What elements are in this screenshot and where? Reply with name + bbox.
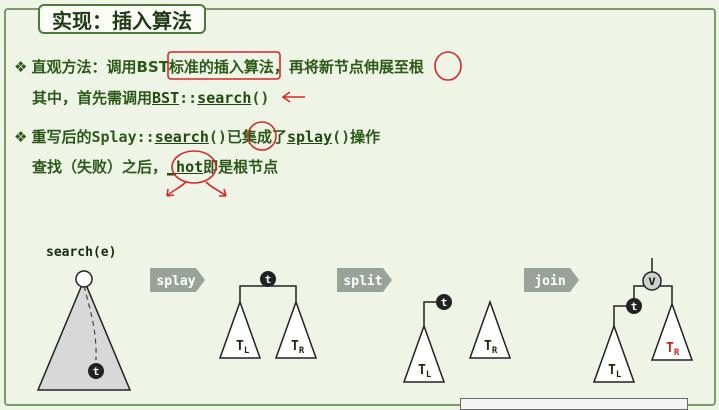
step-label-join: join xyxy=(534,274,565,289)
annotation-marks xyxy=(166,51,462,197)
annotation-circle-hot xyxy=(171,150,217,184)
step-arrow-splay xyxy=(150,268,205,292)
split-edge xyxy=(423,301,436,326)
join-t-edge xyxy=(613,305,626,326)
search-tree-triangle xyxy=(36,278,132,391)
tree-tl-label: TL xyxy=(418,363,432,380)
splay-edges xyxy=(239,285,297,302)
annotation-circle-ji xyxy=(247,121,277,151)
step-label-splay: splay xyxy=(156,274,195,289)
annotation-arrow-left xyxy=(166,181,187,197)
node-t xyxy=(88,363,104,379)
tree-tl-label: TL xyxy=(236,339,250,356)
node-t-label: t xyxy=(265,273,272,286)
node-t-label: t xyxy=(631,300,638,313)
code-scope: :: xyxy=(179,89,198,107)
search-root-node xyxy=(75,270,93,288)
code-scope: :: xyxy=(136,128,155,146)
step-arrow-join xyxy=(524,268,579,292)
code-search: search xyxy=(154,128,209,146)
code-splay-fn: splay xyxy=(286,128,333,146)
bullet-1-line-2: 其中，首先需调用BST::search() xyxy=(32,87,269,108)
code-hot: _hot xyxy=(167,158,204,176)
annotation-box xyxy=(167,51,281,80)
code-paren: () xyxy=(251,89,270,107)
bullet-1-line-1: ❖直观方法：调用BST标准的插入算法，再将新节点伸展至根 xyxy=(14,56,424,77)
tree-tl xyxy=(402,323,446,383)
bullet-1-text: 直观方法：调用BST标准的插入算法，再将新节点伸展至根 xyxy=(31,58,424,76)
code-paren: () xyxy=(208,128,227,146)
bullet-2-line-1: ❖重写后的Splay::search()已集成了splay()操作 xyxy=(14,126,380,147)
bullet-marker: ❖ xyxy=(14,128,28,146)
bullet-1-prefix: 其中，首先需调用 xyxy=(32,89,153,107)
node-t xyxy=(436,294,452,310)
node-t xyxy=(626,298,642,314)
tree-tl xyxy=(592,323,636,383)
annotation-arrow-right xyxy=(205,181,227,197)
slide-frame xyxy=(4,8,716,406)
node-t-label: t xyxy=(441,296,448,309)
bullet-marker: ❖ xyxy=(14,58,28,76)
tree-tr xyxy=(650,301,694,361)
annotation-circle-root xyxy=(434,51,462,81)
step-label-split: split xyxy=(343,274,382,289)
bullet-2-suffix: 操作 xyxy=(350,128,381,146)
code-splay-class: Splay xyxy=(91,128,137,146)
step-arrow-split xyxy=(337,268,392,292)
bullet-2-prefix: 重写后的 xyxy=(31,128,92,146)
node-v-label: v xyxy=(648,274,656,289)
node-t-label: t xyxy=(93,365,100,378)
tree-tl-label: TL xyxy=(608,363,622,380)
annotation-arrow xyxy=(281,91,305,103)
tree-tr xyxy=(274,299,318,359)
code-paren: () xyxy=(332,128,351,146)
tree-tr-label: TR xyxy=(291,339,305,356)
bullet-2-line-2-suffix: 即是根节点 xyxy=(203,158,279,176)
tree-tr xyxy=(468,299,512,359)
bottom-overlay-bar xyxy=(460,398,688,410)
bullet-2-mid: 已集成了 xyxy=(226,128,287,146)
code-bst: BST xyxy=(152,89,180,107)
tree-tr-label: TR xyxy=(666,341,680,358)
tree-tl xyxy=(218,299,262,359)
search-label: search(e) xyxy=(46,245,116,260)
search-path-dashed xyxy=(83,285,97,361)
tree-tr-label: TR xyxy=(484,339,498,356)
slide-title: 实现：插入算法 xyxy=(38,4,206,34)
bullet-2-line-2-prefix: 查找（失败）之后， xyxy=(32,158,168,176)
bullet-2-line-2: 查找（失败）之后，_hot即是根节点 xyxy=(32,156,278,177)
code-search: search xyxy=(197,89,252,107)
node-v xyxy=(642,271,662,291)
node-t xyxy=(260,271,276,287)
